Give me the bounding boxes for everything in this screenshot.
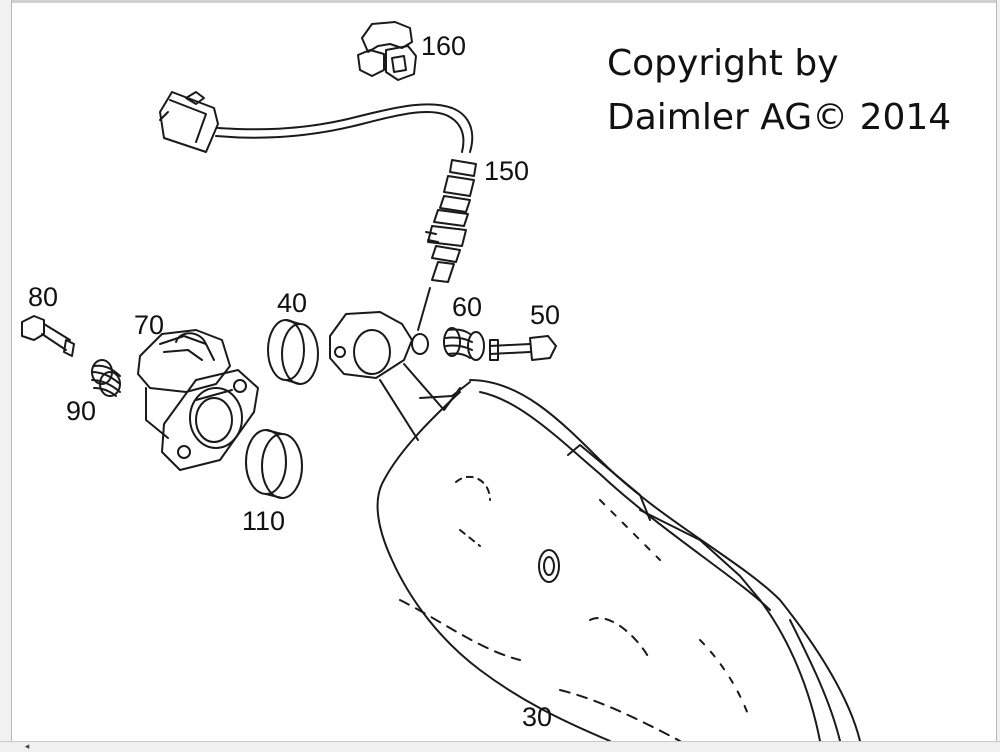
window-right-edge [996, 0, 1000, 751]
spring-part-60 [443, 327, 485, 361]
ring-part-110 [245, 429, 303, 499]
triangle-left-icon[interactable]: ◂ [24, 741, 30, 751]
callout-150: 150 [484, 156, 530, 186]
exhaust-part-30 [329, 311, 861, 742]
callout-70: 70 [134, 310, 165, 340]
callout-50: 50 [530, 300, 561, 330]
horizontal-scrollbar[interactable] [0, 741, 1000, 752]
oxygen-sensor-part [159, 91, 477, 283]
callout-30: 30 [522, 702, 553, 732]
copyright-line-1: Copyright by [607, 43, 839, 84]
clip-part [357, 21, 417, 81]
window-top-edge [0, 0, 1000, 3]
callout-90: 90 [66, 396, 97, 426]
callout-110: 110 [242, 506, 286, 536]
copyright-line-2: Daimler AG© 2014 [607, 97, 952, 138]
callout-40: 40 [277, 288, 308, 318]
valve-part-70 [137, 329, 259, 471]
callout-160: 160 [421, 31, 467, 61]
bolt-part-50 [489, 335, 557, 361]
bolt-part-80 [21, 315, 75, 357]
spring-part-90 [91, 359, 121, 397]
callout-60: 60 [452, 292, 483, 322]
callout-80: 80 [28, 282, 59, 312]
ring-part-40 [267, 319, 319, 385]
leader-line [417, 287, 431, 331]
window-left-edge [0, 0, 12, 751]
